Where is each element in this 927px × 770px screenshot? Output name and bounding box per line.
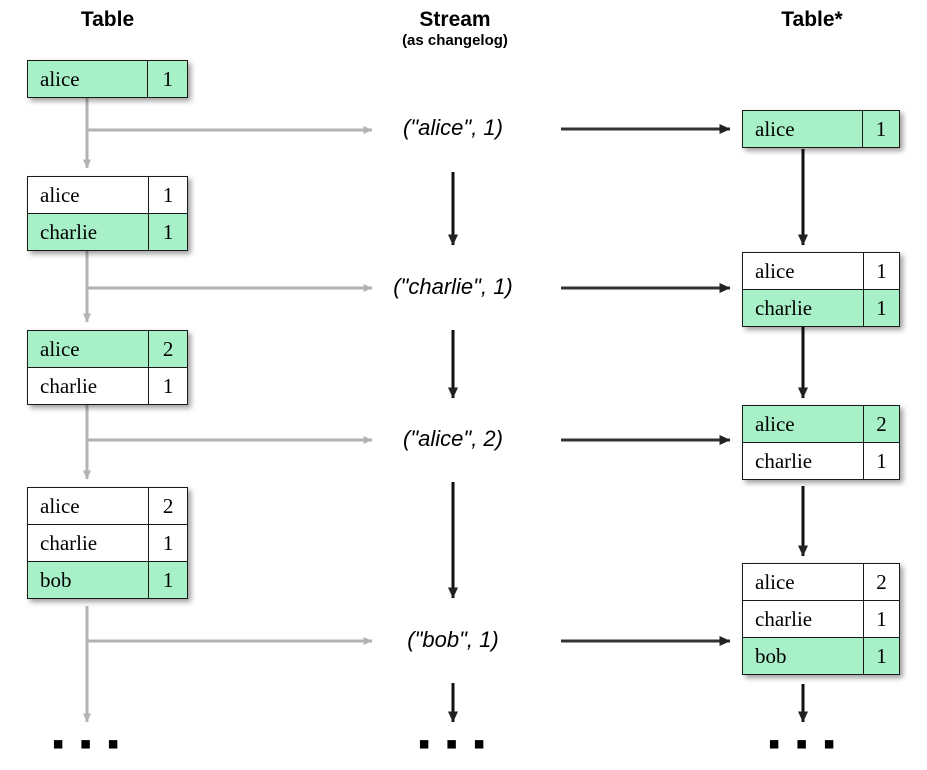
row-key: bob: [742, 637, 864, 675]
row-key: bob: [26, 561, 150, 599]
row-value: 1: [862, 600, 901, 638]
row-key: alice: [26, 487, 150, 525]
table-row: alice 1: [26, 176, 188, 214]
table-row: bob 1: [742, 637, 901, 675]
stream-record-2: ("charlie", 1): [393, 274, 513, 299]
row-value: 1: [147, 60, 188, 98]
row-value: 2: [862, 405, 901, 443]
column-header-table-star-title: Table*: [781, 8, 843, 31]
row-value: 1: [148, 524, 188, 562]
row-key: charlie: [26, 524, 150, 562]
row-key: alice: [742, 405, 864, 443]
row-value: 1: [862, 252, 901, 290]
row-value: 1: [148, 561, 188, 599]
row-value: 1: [862, 110, 900, 148]
table-row: charlie 1: [742, 600, 901, 638]
right-table-1: alice 1: [741, 110, 900, 148]
stream-continuation-ellipsis: ▪ ▪ ▪: [417, 725, 489, 763]
row-key: charlie: [742, 442, 864, 480]
row-key: alice: [26, 176, 150, 214]
row-value: 2: [862, 563, 901, 601]
right-table-2: alice 1 charlie 1: [742, 252, 901, 327]
column-header-stream: Stream (as changelog): [340, 8, 570, 49]
row-value: 1: [148, 176, 188, 214]
row-value: 1: [862, 637, 901, 675]
row-value: 1: [148, 367, 188, 405]
row-value: 1: [862, 442, 901, 480]
row-key: charlie: [26, 367, 150, 405]
row-key: charlie: [26, 213, 150, 251]
column-header-table-title: Table: [80, 8, 135, 31]
table-row: charlie 1: [742, 289, 901, 327]
row-value: 2: [148, 330, 188, 368]
table-row: charlie 1: [26, 213, 188, 251]
column-header-table: Table: [27, 8, 188, 32]
column-header-stream-subtitle: (as changelog): [402, 32, 508, 50]
stream-record-3: ("alice", 2): [403, 426, 503, 451]
table-row: charlie 1: [26, 524, 188, 562]
left-table-2: alice 1 charlie 1: [26, 176, 188, 251]
column-header-stream-title: Stream: [419, 8, 491, 31]
table-row: alice 2: [742, 563, 901, 601]
table-row: alice 2: [26, 330, 188, 368]
right-table-3: alice 2 charlie 1: [742, 405, 901, 480]
row-key: charlie: [742, 289, 864, 327]
table-row: bob 1: [26, 561, 188, 599]
row-key: alice: [742, 252, 864, 290]
row-key: charlie: [742, 600, 864, 638]
stream-to-table-black-arrows: [561, 124, 731, 646]
right-table-4: alice 2 charlie 1 bob 1: [742, 563, 901, 675]
column-header-table-star: Table*: [722, 8, 902, 32]
row-key: alice: [741, 110, 864, 148]
table-row: alice 2: [26, 487, 188, 525]
row-key: alice: [742, 563, 864, 601]
table-row: alice 1: [742, 252, 901, 290]
table-row: charlie 1: [742, 442, 901, 480]
table-row: charlie 1: [26, 367, 188, 405]
left-table-3: alice 2 charlie 1: [26, 330, 188, 405]
row-key: alice: [26, 60, 149, 98]
stream-record-4: ("bob", 1): [407, 627, 499, 652]
left-table-4: alice 2 charlie 1 bob 1: [26, 487, 188, 599]
row-key: alice: [26, 330, 150, 368]
right-continuation-ellipsis: ▪ ▪ ▪: [767, 725, 839, 763]
table-row: alice 1: [741, 110, 900, 148]
stream-record-1: ("alice", 1): [403, 115, 503, 140]
left-continuation-ellipsis: ▪ ▪ ▪: [51, 725, 123, 763]
row-value: 1: [862, 289, 901, 327]
table-row: alice 1: [26, 60, 188, 98]
row-value: 2: [148, 487, 188, 525]
row-value: 1: [148, 213, 188, 251]
table-row: alice 2: [742, 405, 901, 443]
left-table-1: alice 1: [26, 60, 188, 98]
